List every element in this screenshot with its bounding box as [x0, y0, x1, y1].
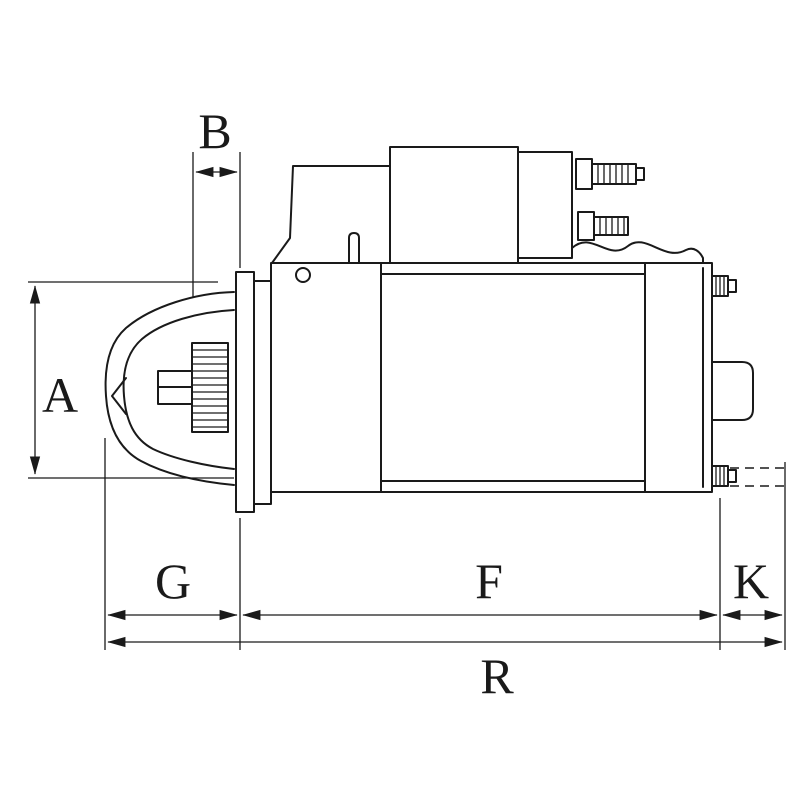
starter-motor-drawing — [104, 146, 790, 513]
mounting-flange — [235, 271, 272, 513]
dimensions: A B G F — [28, 103, 786, 704]
solenoid — [389, 146, 573, 264]
dimension-label-F: F — [475, 553, 503, 609]
dimension-A: A — [28, 281, 234, 479]
dimension-label-B: B — [198, 103, 231, 159]
dimension-label-A: A — [42, 367, 78, 423]
armature-shaft — [157, 370, 193, 405]
dimension-G: G — [107, 553, 238, 621]
through-bolts — [711, 275, 737, 487]
dimension-R: R — [107, 636, 783, 704]
motor-body — [270, 165, 646, 493]
drive-end-bracket — [104, 291, 235, 486]
wiring-harness — [571, 241, 704, 264]
dimension-label-K: K — [733, 553, 769, 609]
dimension-K: K — [722, 553, 783, 621]
rear-end-cap — [644, 262, 754, 493]
dimension-label-G: G — [155, 553, 191, 609]
dimension-label-R: R — [480, 648, 514, 704]
dimension-B: B — [192, 103, 241, 298]
dashed-reference-lines — [730, 467, 790, 487]
dimension-F: F — [242, 553, 718, 621]
pinion-gear — [191, 342, 229, 433]
dimension-extension-lines — [104, 438, 786, 650]
terminal-studs — [575, 158, 645, 241]
